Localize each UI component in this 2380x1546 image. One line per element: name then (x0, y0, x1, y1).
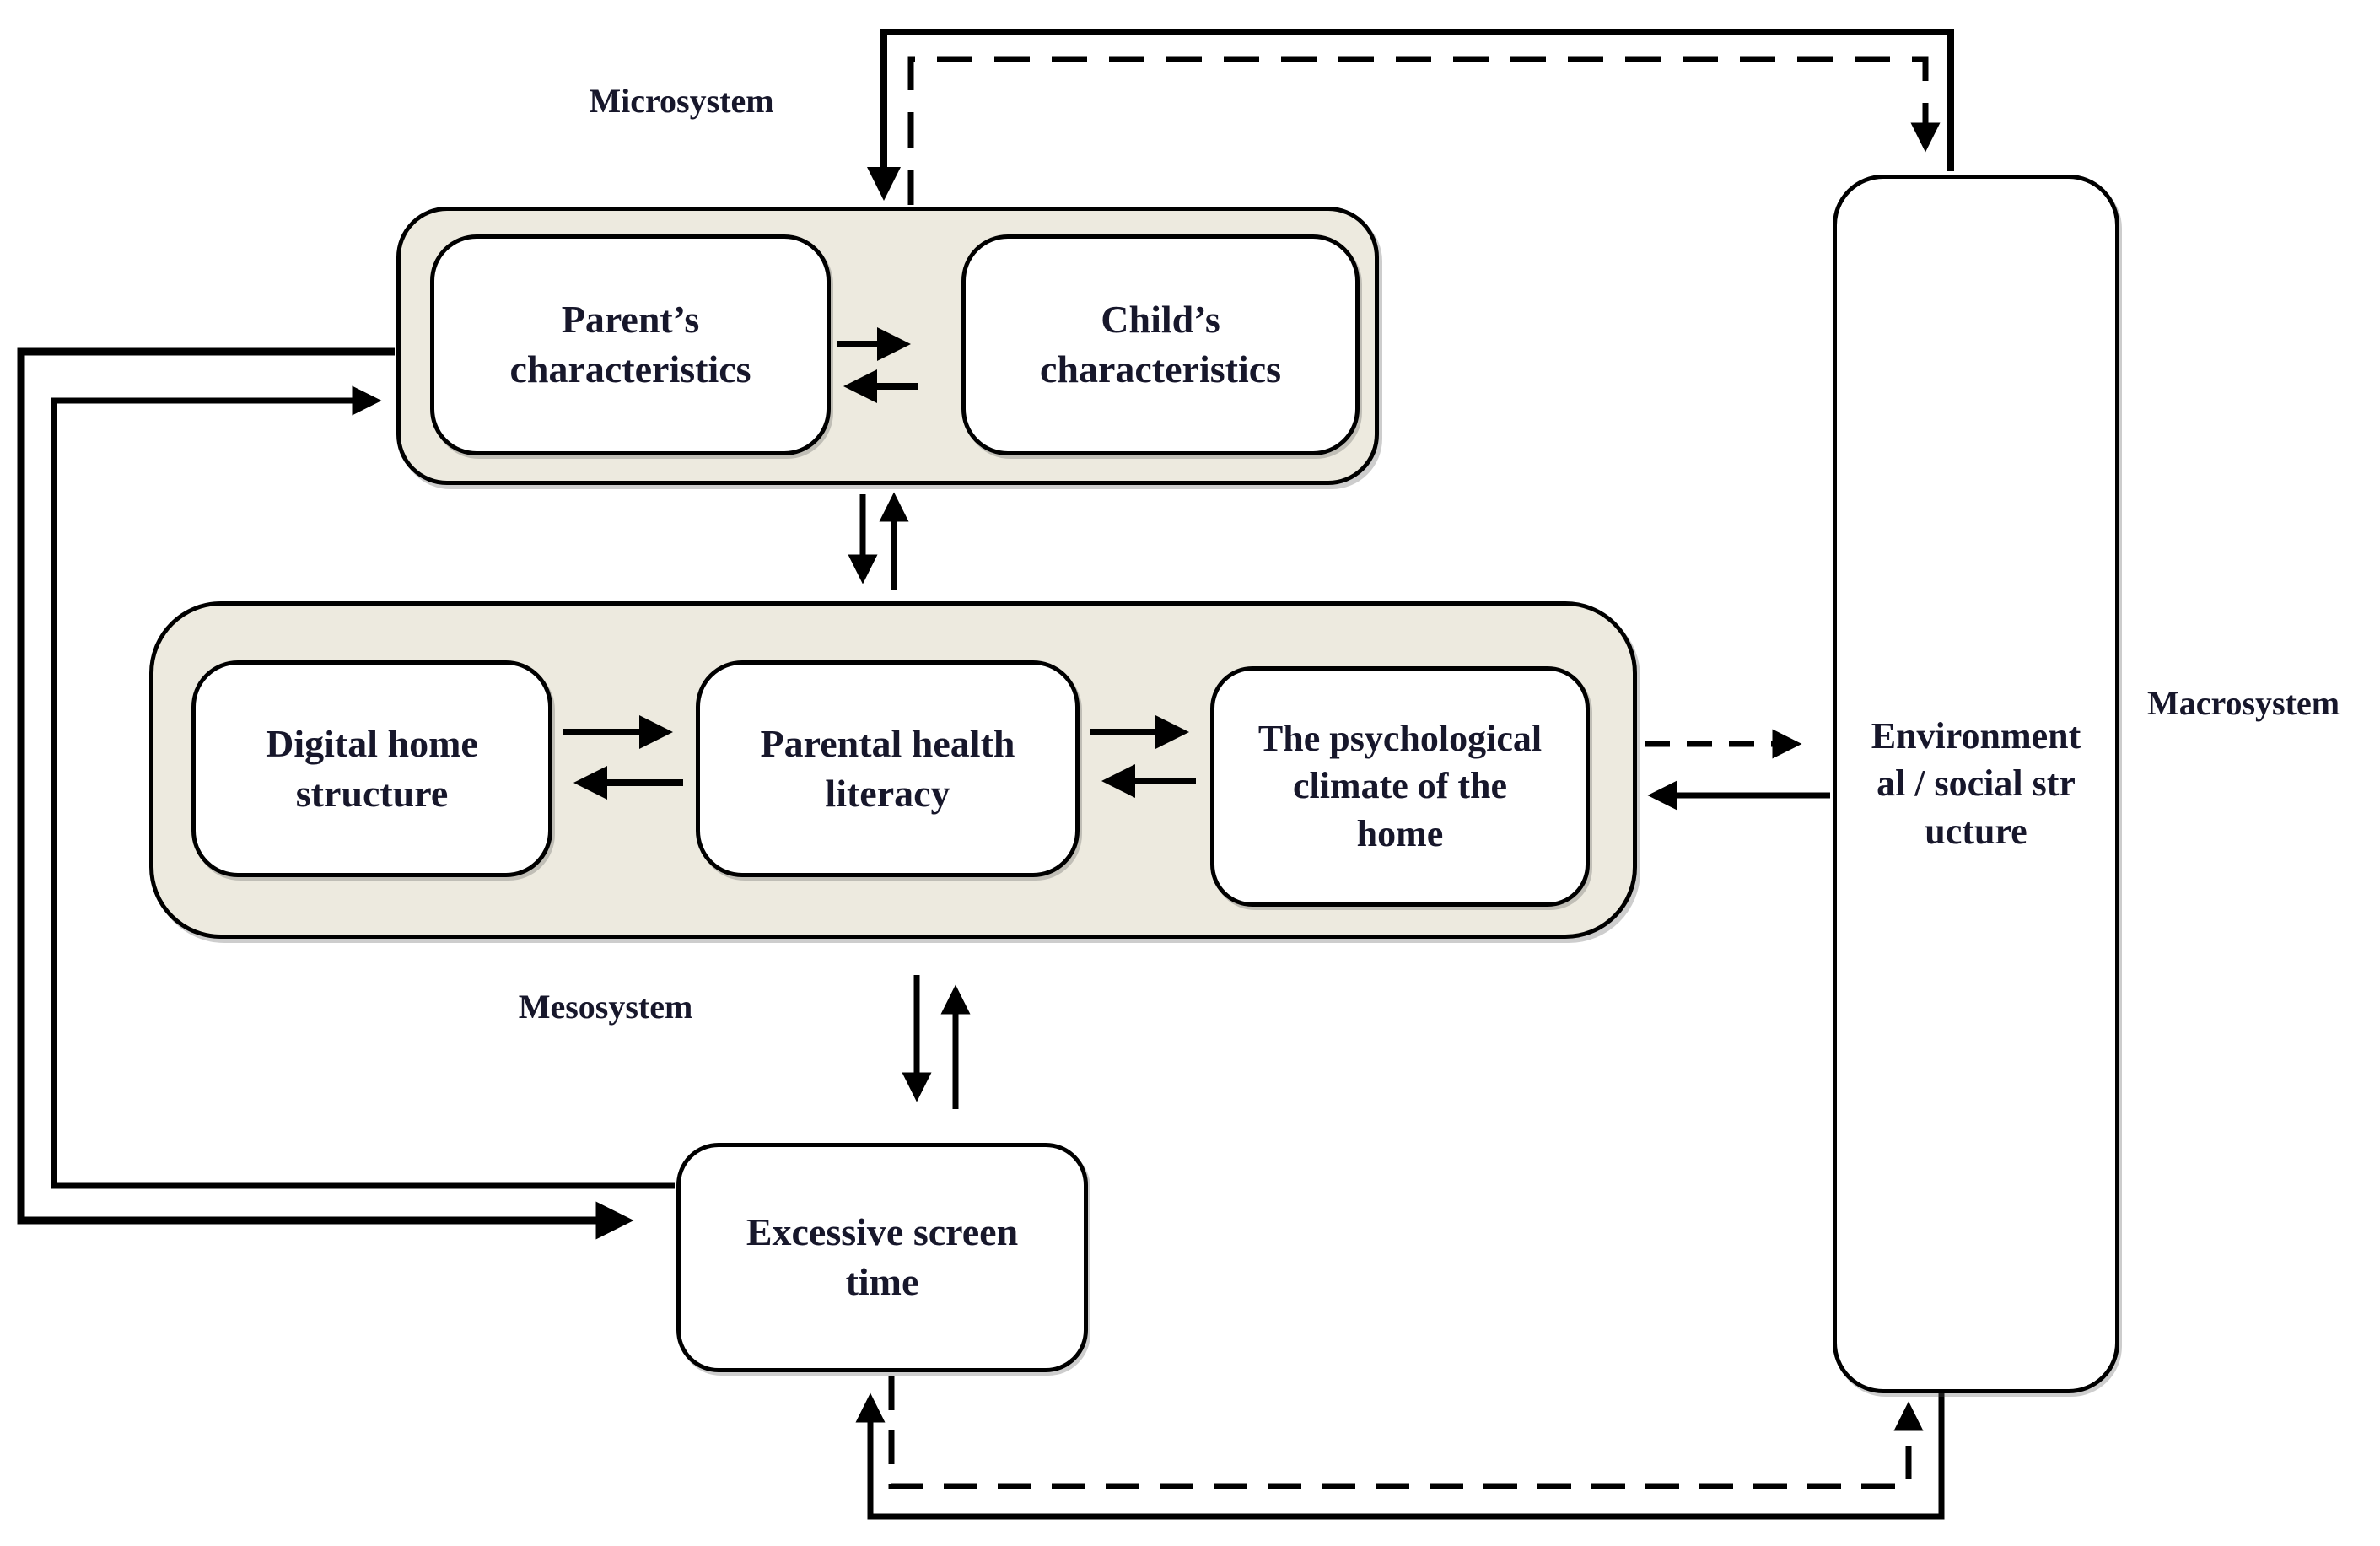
parents-characteristics-label: Parent’s characteristics (509, 298, 751, 391)
environmental-social-structure-label: Environmental / social structure (1871, 715, 2081, 852)
mesosystem-label: Mesosystem (518, 988, 693, 1026)
parental-health-literacy-box: Parental health literacy (696, 660, 1080, 877)
childs-characteristics-box: Child’s characteristics (961, 234, 1360, 455)
environmental-social-structure-box: Environmental / social structure (1833, 175, 2119, 1393)
macrosystem-label: Macrosystem (2146, 684, 2340, 722)
arrow-microsystem-to-environment (907, 56, 1941, 205)
excessive-screen-time-label: Excessive screen time (746, 1210, 1019, 1303)
parents-characteristics-box: Parent’s characteristics (430, 234, 831, 455)
arrow-excessive-to-environment (888, 1376, 1924, 1489)
psychological-climate-box: The psychological climate of the home (1210, 666, 1590, 907)
microsystem-label: Microsystem (589, 82, 774, 120)
digital-home-structure-box: Digital home structure (191, 660, 552, 877)
arrow-environment-to-microsystem (867, 29, 1954, 201)
parental-health-literacy-label: Parental health literacy (760, 721, 1015, 815)
excessive-screen-time-box: Excessive screen time (676, 1143, 1088, 1372)
arrow-environment-to-excessive (855, 1392, 1945, 1520)
psychological-climate-label: The psychological climate of the home (1257, 718, 1543, 854)
digital-home-structure-label: Digital home structure (266, 721, 478, 815)
childs-characteristics-label: Child’s characteristics (1039, 298, 1282, 391)
